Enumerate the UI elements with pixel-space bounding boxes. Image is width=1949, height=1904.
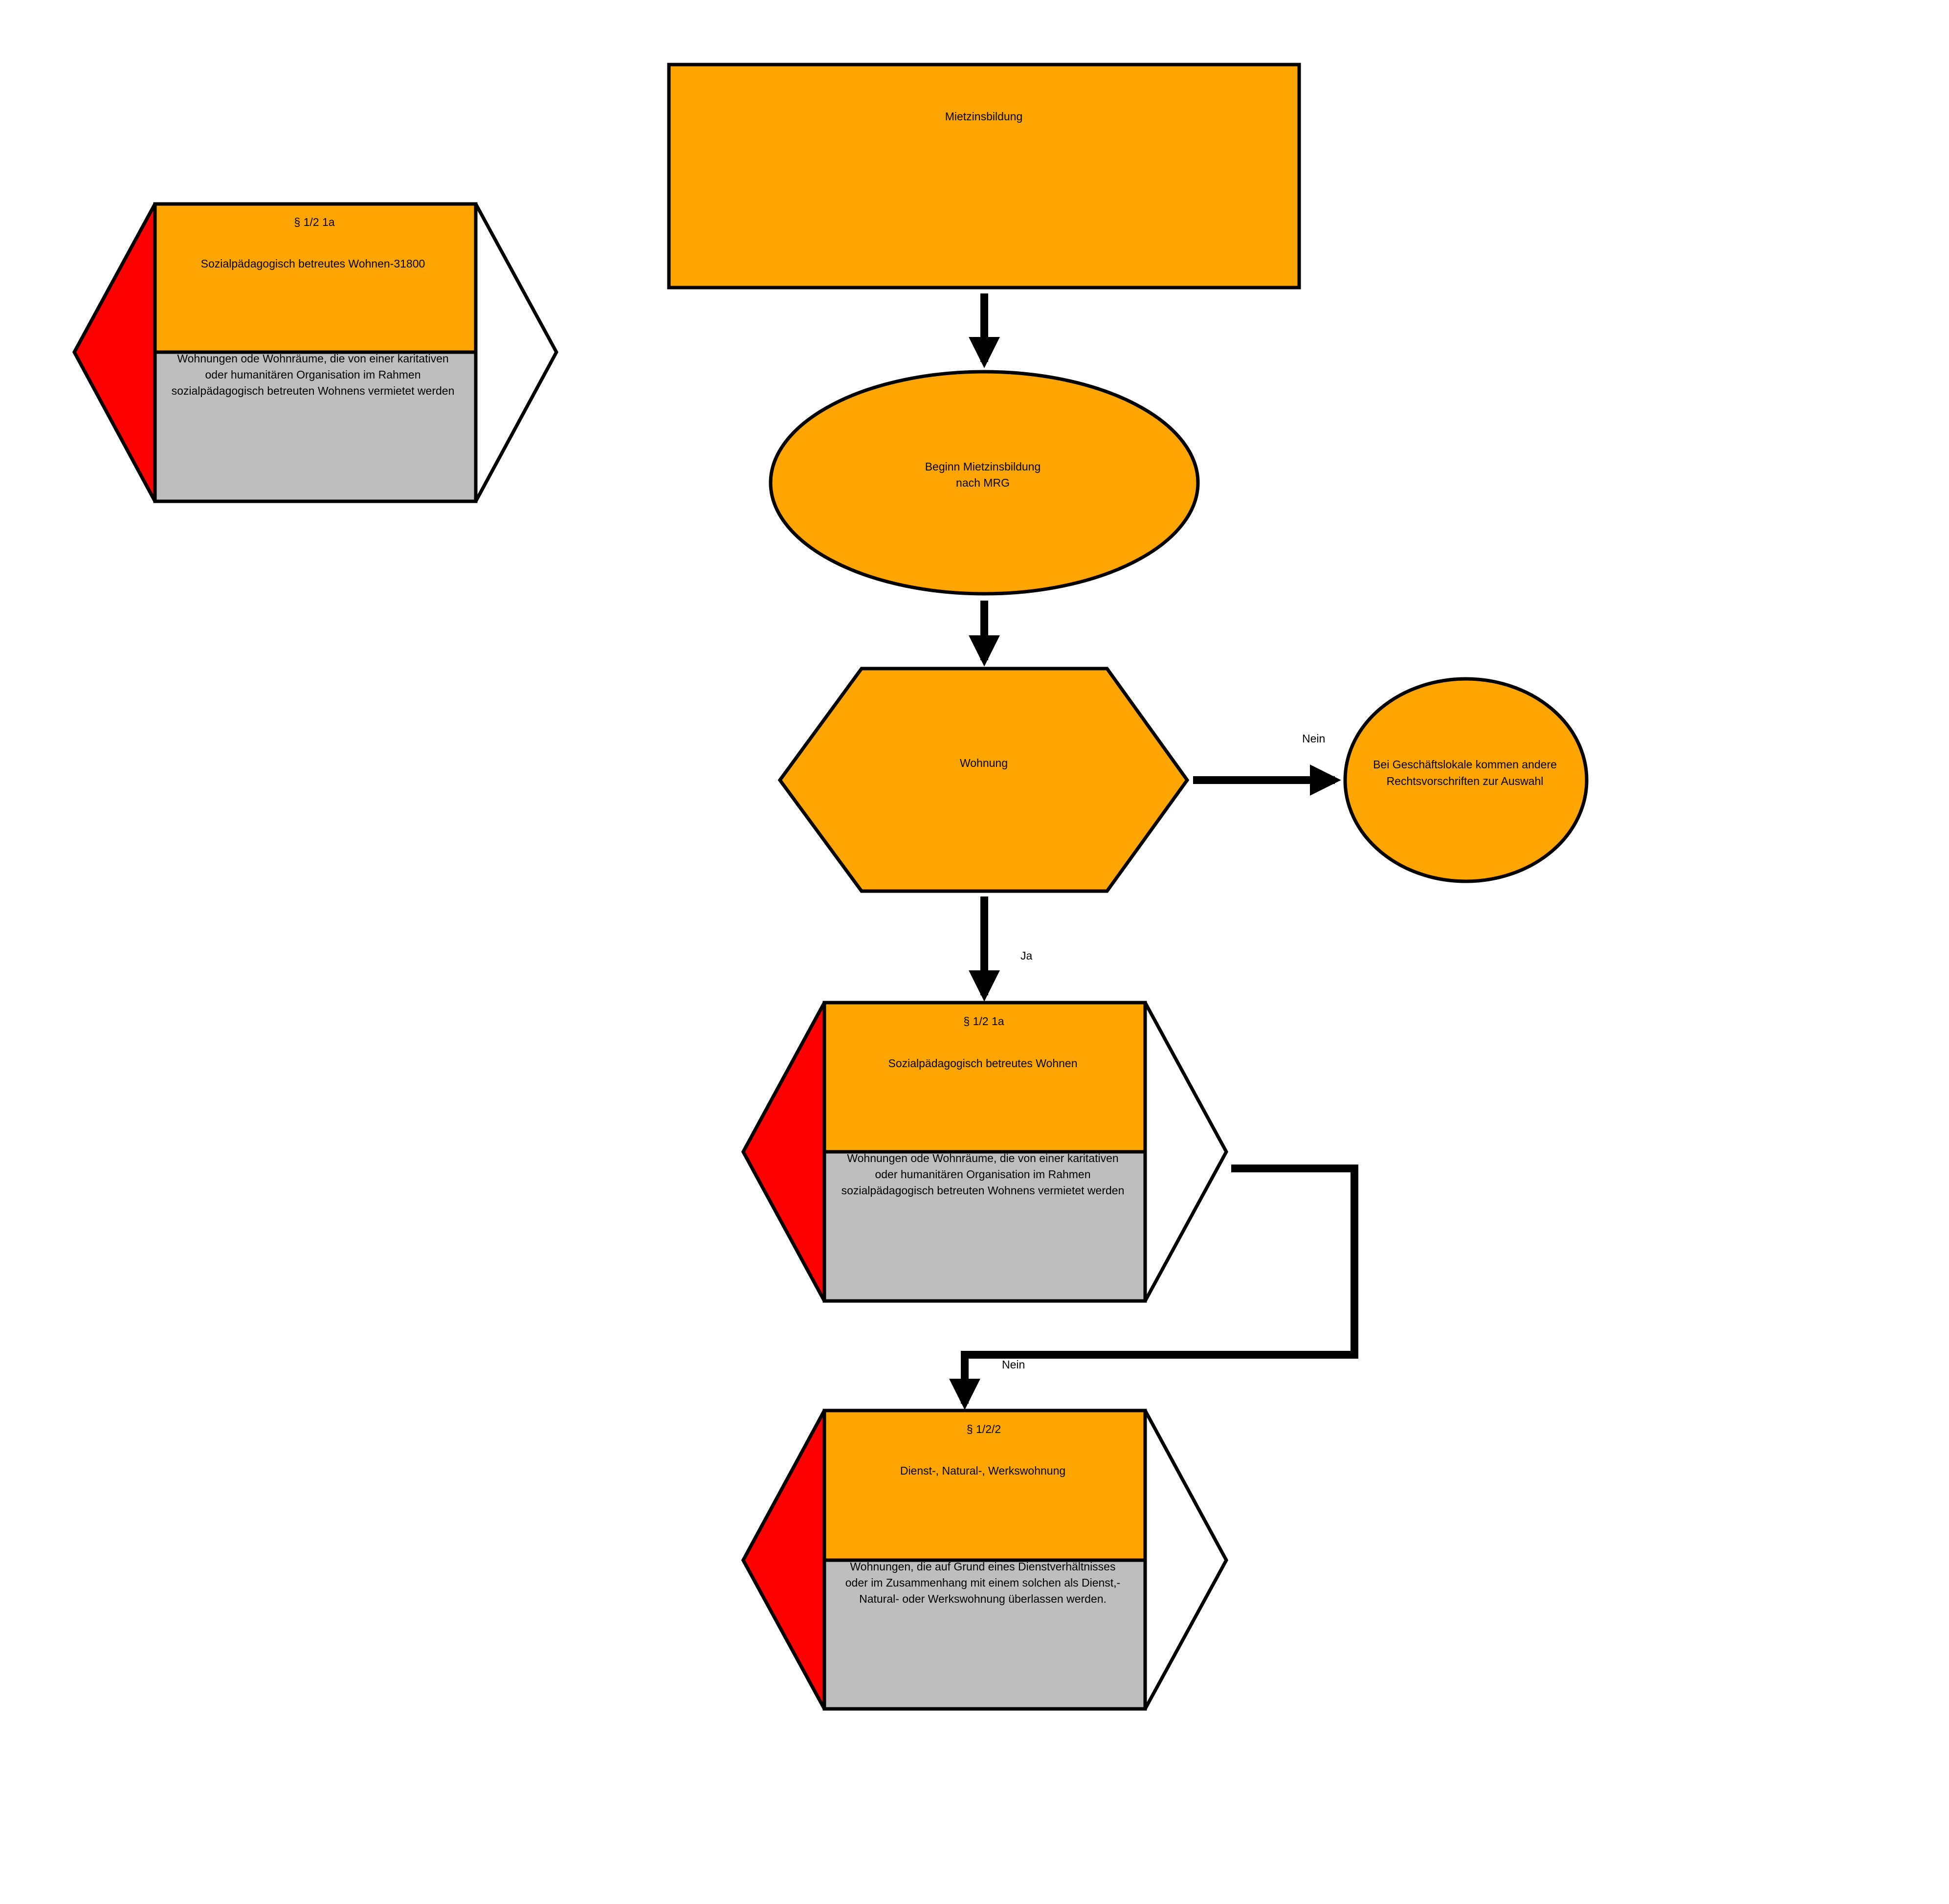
card-main-detail <box>822 1150 1147 1303</box>
arrow-card-main-to-card-dienst <box>949 1165 1358 1410</box>
card-side-marker <box>72 203 157 502</box>
node-beginn-mietzinsbildung[interactable]: Beginn Mietzinsbildung nach MRG <box>769 370 1200 596</box>
card-main-title: Sozialpädagogisch betreutes Wohnen <box>888 1057 1077 1070</box>
card-dienst-marker <box>741 1410 826 1710</box>
card-dienstwohnung[interactable]: § 1/2/2 Dienst-, Natural-, Werkswohnung … <box>741 1409 1228 1711</box>
card-dienst-desc-line: Natural- oder Werkswohnung überlassen we… <box>859 1592 1107 1605</box>
card-dienst-detail <box>822 1558 1147 1711</box>
card-sozialpaedagogisch[interactable]: § 1/2 1a Sozialpädagogisch betreutes Woh… <box>741 1001 1228 1303</box>
node-beginn-shape <box>769 370 1200 596</box>
node-beginn-label-line2: nach MRG <box>956 476 1010 489</box>
card-dienst-desc-line: Wohnungen, die auf Grund eines Dienstver… <box>850 1560 1116 1573</box>
card-dienst-desc-line: oder im Zusammenhang mit einem solchen a… <box>845 1576 1120 1589</box>
node-mietzinsbildung-shape <box>667 63 1301 290</box>
card-side-section: § 1/2 1a <box>294 216 334 228</box>
edge-label-nein-right: Nein <box>1302 732 1325 745</box>
node-mietzinsbildung[interactable]: Mietzinsbildung <box>667 63 1301 290</box>
card-dienst-header <box>822 1409 1147 1562</box>
node-decision-shape <box>777 667 1190 893</box>
edge-label-ja: Ja <box>1020 949 1033 962</box>
card-side-desc-line: sozialpädagogisch betreuten Wohnens verm… <box>172 384 455 397</box>
node-other-rules-shape <box>1343 677 1589 883</box>
card-side-detail <box>153 350 478 503</box>
node-decision-label: Wohnung <box>960 757 1008 769</box>
card-side-header <box>153 202 478 354</box>
node-other-rules-line1: Bei Geschäftslokale kommen andere <box>1373 758 1557 771</box>
node-other-rules-line2: Rechtsvorschriften zur Auswahl <box>1387 775 1544 787</box>
node-other-rules[interactable]: Bei Geschäftslokale kommen andere Rechts… <box>1343 677 1589 883</box>
card-main-header <box>822 1001 1147 1154</box>
card-side-title: Sozialpädagogisch betreutes Wohnen-31800 <box>201 257 425 270</box>
card-main-desc-line: Wohnungen ode Wohnräume, die von einer k… <box>847 1152 1118 1165</box>
node-decision-wohnung[interactable]: Wohnung <box>777 667 1190 893</box>
card-main-desc-line: oder humanitären Organisation im Rahmen <box>875 1168 1090 1181</box>
node-beginn-label-line1: Beginn Mietzinsbildung <box>925 460 1041 473</box>
card-dienst-title: Dienst-, Natural-, Werkswohnung <box>900 1464 1065 1477</box>
card-main-marker <box>741 1002 826 1302</box>
card-main-section: § 1/2 1a <box>963 1015 1004 1028</box>
card-side-desc-line: oder humanitären Organisation im Rahmen <box>205 368 421 381</box>
card-main-desc-line: sozialpädagogisch betreuten Wohnens verm… <box>842 1184 1125 1197</box>
card-dienst-section: § 1/2/2 <box>967 1423 1001 1435</box>
card-sozialpaedagogisch-31800[interactable]: § 1/2 1a Sozialpädagogisch betreutes Woh… <box>72 202 558 503</box>
card-side-desc-line: Wohnungen ode Wohnräume, die von einer k… <box>177 352 448 365</box>
node-mietzinsbildung-label: Mietzinsbildung <box>945 110 1023 123</box>
connectors <box>949 293 1358 1410</box>
edge-label-nein-bottom: Nein <box>1002 1358 1025 1371</box>
